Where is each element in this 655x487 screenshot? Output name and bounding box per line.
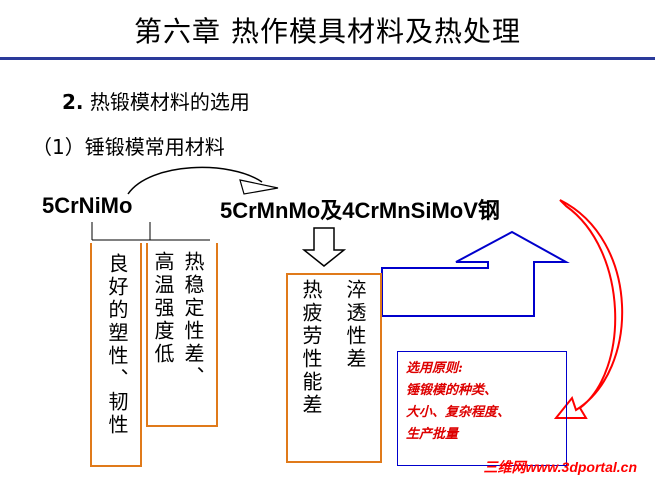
section-text: 热锻模材料的选用 xyxy=(89,90,250,114)
property-box-fatigue: 淬透性差 热疲劳性能差 xyxy=(286,273,382,463)
down-arrow-icon xyxy=(301,227,347,267)
blue-arrow-icon xyxy=(381,230,570,317)
selection-rule-box: 选用原则: 锤锻模的种类、 大小、复杂程度、 生产批量 xyxy=(397,351,567,466)
selection-rule-line: 生产批量 xyxy=(406,427,459,442)
steel-grade-alternatives: 5CrMnMo及4CrMnSiMoV钢 xyxy=(220,198,500,223)
red-arrow-icon xyxy=(553,199,624,419)
steel-grade-5crnimo: 5CrNiMo xyxy=(42,193,133,218)
bracket-line xyxy=(91,222,210,241)
property-text: 热稳定性差、 xyxy=(181,251,205,389)
property-text: 淬透性差 xyxy=(343,279,367,371)
page-title: 第六章 热作模具材料及热处理 xyxy=(134,15,521,48)
property-box-plasticity: 良好的塑性、韧性 xyxy=(90,243,142,467)
section-heading: 2. 热锻模材料的选用 xyxy=(62,86,250,115)
property-text: 高温强度低 xyxy=(151,251,175,366)
section-number: 2. xyxy=(62,90,84,114)
selection-rule-line: 大小、复杂程度、 xyxy=(406,405,511,420)
selection-rule-heading: 选用原则: xyxy=(406,361,463,376)
selection-rule-line: 锤锻模的种类、 xyxy=(406,383,498,398)
property-text: 良好的塑性、韧性 xyxy=(105,253,129,437)
title-underline xyxy=(0,57,655,60)
curved-arrow xyxy=(127,166,263,195)
property-text: 热疲劳性能差 xyxy=(299,279,323,417)
property-box-high-temp: 热稳定性差、 高温强度低 xyxy=(146,243,218,427)
watermark: 三维网www.3dportal.cn xyxy=(483,459,638,475)
subsection-heading: （1）锤锻模常用材料 xyxy=(32,135,225,159)
